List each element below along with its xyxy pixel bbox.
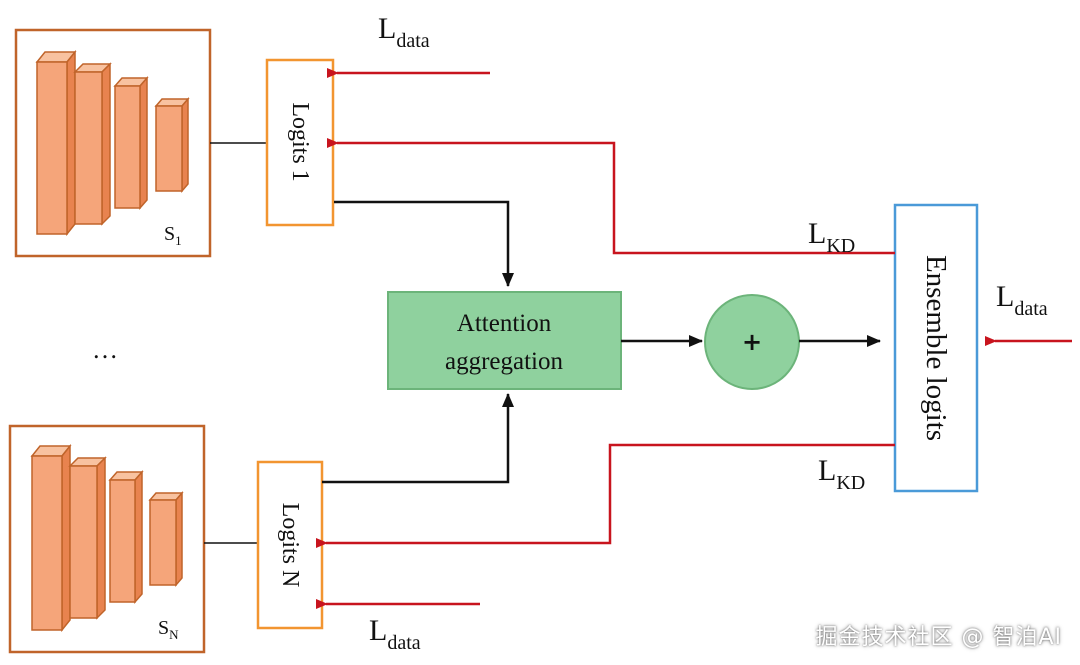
attention-label-line1: Attention	[457, 310, 552, 337]
kd-loss-label-bottom: LKD	[818, 454, 865, 494]
ensemble-logits-box: Ensemble logits	[893, 203, 979, 493]
attention-aggregation-box: Attention aggregation	[387, 291, 622, 390]
watermark: 掘金技术社区 @ 智泊AI	[815, 625, 1062, 650]
student-1-layers	[35, 49, 190, 237]
sum-symbol: +	[742, 328, 762, 356]
student-1-label: S1	[164, 223, 182, 248]
student-n-layers	[30, 443, 184, 633]
student-model-1: S1	[14, 28, 212, 258]
logits-1-box: Logits 1	[265, 58, 335, 227]
data-loss-label-ensemble: Ldata	[996, 280, 1048, 320]
data-loss-label-top: Ldata	[378, 12, 430, 52]
kd-loss-label-top: LKD	[808, 217, 855, 257]
sum-node: +	[704, 294, 800, 390]
loss-arrows	[316, 68, 1072, 609]
arrow-logitsn-to-attention	[322, 393, 514, 484]
logits-n-label: Logits N	[277, 503, 303, 588]
kd-loss-arrow-top	[327, 138, 895, 255]
data-loss-label-bottom: Ldata	[369, 614, 421, 654]
student-n-label: SN	[158, 617, 179, 642]
attention-label-line2: aggregation	[445, 348, 564, 375]
kd-loss-arrow-bottom	[316, 443, 895, 548]
student-model-n: SN	[8, 424, 206, 654]
ensemble-logits-label: Ensemble logits	[920, 255, 952, 441]
arrow-logits1-to-attention	[334, 200, 514, 287]
logits-n-box: Logits N	[256, 460, 324, 630]
ellipsis: …	[92, 335, 118, 364]
logits-1-label: Logits 1	[287, 102, 313, 181]
flow-arrows	[322, 200, 881, 484]
